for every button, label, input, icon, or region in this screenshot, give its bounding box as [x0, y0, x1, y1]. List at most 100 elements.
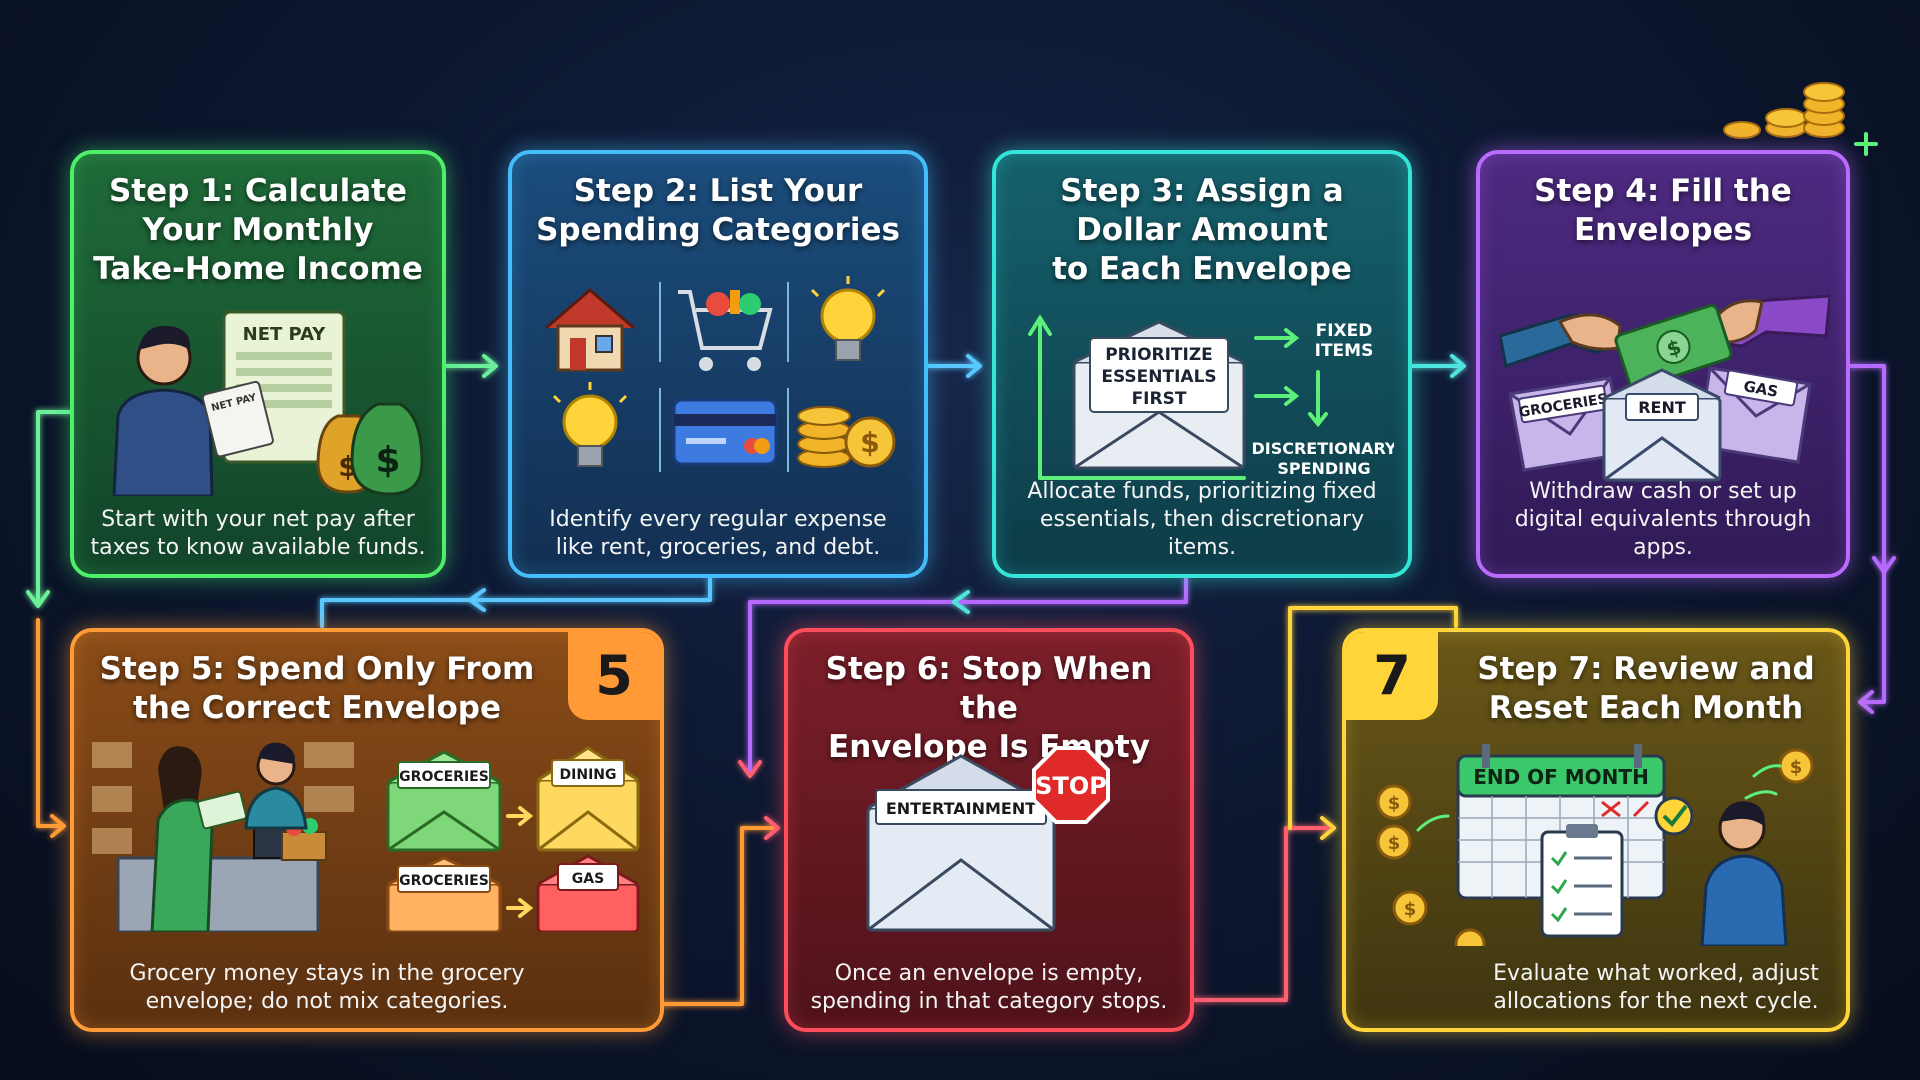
- envelope-icon: RENT: [1602, 368, 1722, 482]
- envelope-icon: ENTERTAINMENT: [866, 754, 1056, 932]
- step-7-card: 7 Step 7: Review and Reset Each Month $ …: [1342, 628, 1850, 1032]
- svg-text:GROCERIES: GROCERIES: [399, 769, 489, 785]
- connector-2-3-head: [966, 354, 982, 378]
- connector-1-5b: [36, 618, 62, 828]
- step-1-description: Start with your net pay after taxes to k…: [90, 507, 426, 560]
- connector-5-6-head: [764, 816, 780, 840]
- connector-4-7: [1848, 364, 1886, 704]
- light-bulb-icon: [552, 382, 628, 467]
- checkout-counter-icon: [116, 818, 327, 932]
- connector-1-5: [36, 410, 72, 602]
- arrow-icon: [1416, 814, 1450, 832]
- coin-icon: [1454, 928, 1486, 946]
- person-icon: NET PAY: [112, 325, 274, 496]
- checkmark-icon: [1654, 796, 1694, 836]
- svg-text:$: $: [1388, 833, 1401, 854]
- arrow-right-icon: [506, 806, 534, 826]
- step-1-card: Step 1: Calculate Your Monthly Take-Home…: [70, 150, 446, 578]
- coins-icon: $: [797, 406, 896, 468]
- light-bulb-icon: [810, 276, 886, 361]
- step-4-card: Step 4: Fill the Envelopes $ GROCERIES G…: [1476, 150, 1850, 578]
- step-7-badge: 7: [1346, 632, 1438, 720]
- arrow-right-icon: [506, 898, 534, 918]
- connector-3-6-tip: [738, 760, 762, 778]
- step-2-card: Step 2: List Your Spending Categories: [508, 150, 928, 578]
- connector-3-4-head: [1450, 354, 1466, 378]
- step-4-description: Withdraw cash or set up digital equivale…: [1514, 479, 1812, 560]
- arrow-right-icon: [1254, 328, 1300, 348]
- svg-text:GAS: GAS: [572, 871, 604, 887]
- person-icon: [1700, 801, 1788, 946]
- svg-text:FIRST: FIRST: [1132, 389, 1187, 409]
- step-6-illustration: ENTERTAINMENT STOP: [866, 746, 1110, 932]
- step-3-description: Allocate funds, prioritizing fixed essen…: [1027, 479, 1377, 560]
- envelope-icon: GROCERIES: [1508, 376, 1626, 472]
- stop-sign-icon: STOP: [1032, 746, 1110, 824]
- cash-bills-icon: $: [1614, 304, 1733, 390]
- svg-text:PRIORITIZE: PRIORITIZE: [1105, 345, 1213, 365]
- svg-text:GROCERIES: GROCERIES: [399, 873, 489, 889]
- step-6-title: Step 6: Stop When the Envelope Is Empty: [825, 651, 1153, 765]
- step-7-description: Evaluate what worked, adjust allocations…: [1493, 961, 1819, 1014]
- envelope-icon: GAS: [536, 854, 640, 932]
- svg-text:$: $: [375, 440, 400, 481]
- svg-text:$: $: [1404, 899, 1417, 920]
- connector-4-7-head: [1872, 556, 1896, 574]
- step-1-title: Step 1: Calculate Your Monthly Take-Home…: [93, 173, 423, 287]
- envelope-icon: PRIORITIZE ESSENTIALS FIRST: [1072, 320, 1246, 470]
- coin-icon: $: [1376, 784, 1412, 820]
- envelope-icon: GROCERIES: [386, 750, 502, 852]
- svg-text:$: $: [860, 426, 879, 459]
- svg-text:SPENDING: SPENDING: [1277, 459, 1370, 478]
- coin-icon: $: [1392, 890, 1428, 926]
- step-2-description: Identify every regular expense like rent…: [549, 507, 887, 560]
- step-3-title: Step 3: Assign a Dollar Amount to Each E…: [1052, 173, 1352, 287]
- hand-icon: [1709, 294, 1830, 348]
- connector-3-6-head: [952, 590, 970, 614]
- step-4-illustration: $ GROCERIES GAS RENT: [1500, 294, 1830, 482]
- connector-1-5b-head: [50, 814, 66, 838]
- svg-text:GAS: GAS: [1742, 377, 1779, 401]
- svg-text:RENT: RENT: [1638, 398, 1686, 417]
- step-7-title: Step 7: Review and Reset Each Month: [1477, 651, 1815, 726]
- coin-icon: $: [1376, 824, 1412, 860]
- money-bag-icon: $ $: [316, 402, 424, 496]
- svg-text:END OF MONTH: END OF MONTH: [1473, 765, 1649, 789]
- arrow-right-icon: [1254, 386, 1300, 406]
- step-5-card: 5 Step 5: Spend Only From the Correct En…: [70, 628, 664, 1032]
- store-shelves-icon: [92, 742, 354, 854]
- step-5-title: Step 5: Spend Only From the Correct Enve…: [99, 651, 535, 726]
- svg-text:$: $: [1388, 793, 1401, 814]
- step-1-illustration: NET PAY NET PAY $ $: [112, 310, 424, 496]
- connector-4-7-tip: [1858, 690, 1874, 714]
- svg-text:DINING: DINING: [560, 767, 617, 783]
- shopper-icon: [150, 746, 248, 932]
- svg-text:NET PAY: NET PAY: [243, 324, 327, 345]
- connector-2-5-head: [468, 588, 486, 612]
- step-7-illustration: $ $ $ $ END OF MONTH: [1376, 744, 1814, 946]
- svg-text:ITEMS: ITEMS: [1315, 341, 1374, 361]
- step-5-description: Grocery money stays in the grocery envel…: [129, 961, 525, 1014]
- step-6-card: Step 6: Stop When the Envelope Is Empty …: [784, 628, 1194, 1032]
- connector-6-7-head: [1320, 816, 1336, 840]
- step-2-title: Step 2: List Your Spending Categories: [536, 173, 900, 248]
- step-2-illustration: $: [545, 276, 896, 472]
- svg-text:ESSENTIALS: ESSENTIALS: [1101, 367, 1216, 387]
- connector-3-6: [748, 576, 1188, 772]
- arrow-icon: [1752, 764, 1782, 778]
- step-5-illustration: GROCERIES DINING GROCERIES GAS: [92, 742, 640, 932]
- coin-stack-icon: [1723, 82, 1878, 156]
- envelope-icon: GROCERIES: [386, 856, 502, 932]
- step-4-title: Step 4: Fill the Envelopes: [1534, 173, 1792, 248]
- connector-7-top: [1288, 606, 1458, 830]
- svg-text:STOP: STOP: [1035, 772, 1107, 800]
- svg-text:$: $: [1790, 757, 1803, 778]
- cashier-icon: [244, 742, 308, 830]
- arrow-icon: [1744, 790, 1778, 800]
- credit-card-icon: [672, 398, 778, 466]
- step-6-description: Once an envelope is empty, spending in t…: [810, 961, 1168, 1014]
- connector-1-2-head: [482, 354, 498, 378]
- house-icon: [545, 288, 635, 372]
- envelope-icon: GAS: [1696, 366, 1812, 464]
- arrow-down-icon: [1308, 370, 1328, 428]
